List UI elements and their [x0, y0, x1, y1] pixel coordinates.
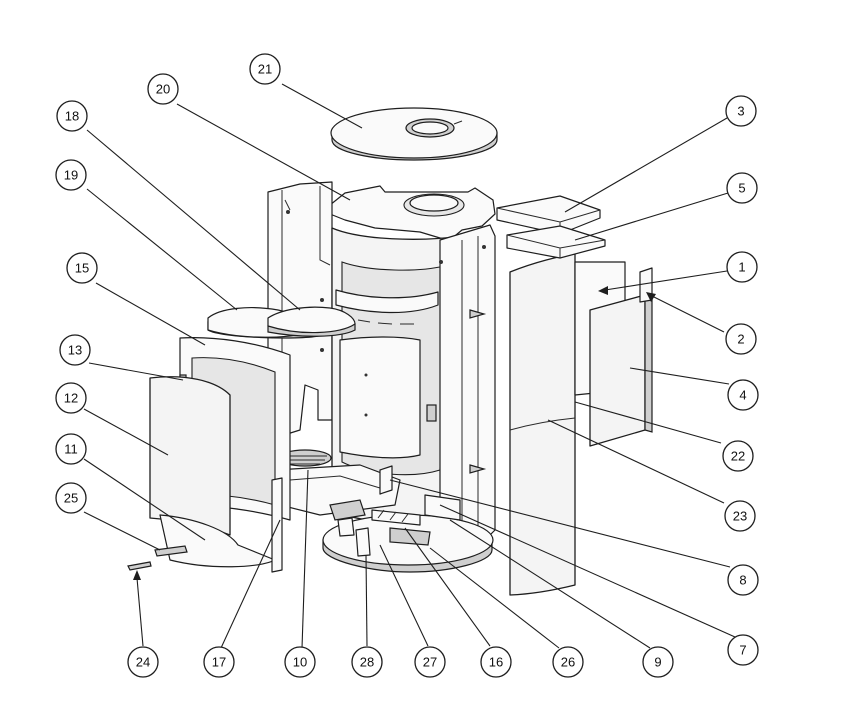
part-top-stone-plate — [330, 107, 498, 161]
part-top-cover — [329, 185, 496, 241]
callout-19: 19 — [55, 159, 87, 191]
callout-3: 3 — [725, 95, 757, 127]
callout-label: 22 — [731, 449, 745, 464]
callout-label: 3 — [737, 104, 744, 119]
callout-label: 20 — [156, 82, 170, 97]
callout-21: 21 — [249, 53, 281, 85]
part-firebox-body — [331, 227, 463, 524]
callout-label: 18 — [65, 109, 79, 124]
part-ash-pan — [274, 464, 461, 557]
callout-15: 15 — [66, 252, 98, 284]
callout-label: 25 — [64, 491, 78, 506]
callout-2: 2 — [725, 323, 757, 355]
callout-label: 16 — [489, 655, 503, 670]
callout-label: 4 — [739, 388, 746, 403]
callout-label: 15 — [75, 261, 89, 276]
callout-label: 21 — [258, 62, 272, 77]
callout-25: 25 — [55, 482, 87, 514]
callout-label: 7 — [739, 643, 746, 658]
callout-24: 24 — [127, 646, 159, 678]
callout-20: 20 — [147, 73, 179, 105]
callout-label: 9 — [654, 655, 661, 670]
callout-label: 11 — [64, 442, 78, 457]
callout-16: 16 — [480, 646, 512, 678]
callout-label: 19 — [64, 168, 78, 183]
part-side-cladding — [509, 253, 576, 596]
callout-label: 24 — [136, 655, 150, 670]
callout-1: 1 — [726, 251, 758, 283]
part-outer-door — [149, 376, 283, 573]
callout-5: 5 — [726, 172, 758, 204]
leader-lines — [83, 83, 736, 649]
callout-label: 17 — [212, 655, 226, 670]
callout-8: 8 — [727, 564, 759, 596]
callout-label: 1 — [738, 260, 745, 275]
callout-label: 12 — [64, 391, 78, 406]
callout-label: 10 — [293, 655, 307, 670]
callout-17: 17 — [203, 646, 235, 678]
part-stone-plate — [506, 225, 606, 259]
callout-4: 4 — [727, 379, 759, 411]
callout-10: 10 — [284, 646, 316, 678]
callout-label: 13 — [68, 343, 82, 358]
callout-label: 26 — [561, 655, 575, 670]
callout-28: 28 — [351, 646, 383, 678]
callout-11: 11 — [55, 433, 87, 465]
callout-9: 9 — [642, 646, 674, 678]
callout-26: 26 — [552, 646, 584, 678]
callout-label: 5 — [738, 181, 745, 196]
callout-label: 27 — [423, 655, 437, 670]
callout-7: 7 — [727, 634, 759, 666]
callout-13: 13 — [59, 334, 91, 366]
callout-label: 8 — [739, 573, 746, 588]
callout-23: 23 — [724, 500, 756, 532]
callout-18: 18 — [56, 100, 88, 132]
callout-27: 27 — [414, 646, 446, 678]
callout-label: 23 — [733, 509, 747, 524]
part-top-stone-block — [496, 195, 601, 235]
part-right-frame — [439, 224, 496, 546]
callout-label: 2 — [737, 332, 744, 347]
callout-22: 22 — [722, 440, 754, 472]
part-small-tool — [127, 561, 152, 571]
callout-label: 28 — [360, 655, 374, 670]
callout-12: 12 — [55, 382, 87, 414]
part-small-handle — [154, 545, 188, 557]
part-side-stone-panel — [589, 267, 653, 447]
part-baffle-plate-right — [267, 306, 356, 337]
